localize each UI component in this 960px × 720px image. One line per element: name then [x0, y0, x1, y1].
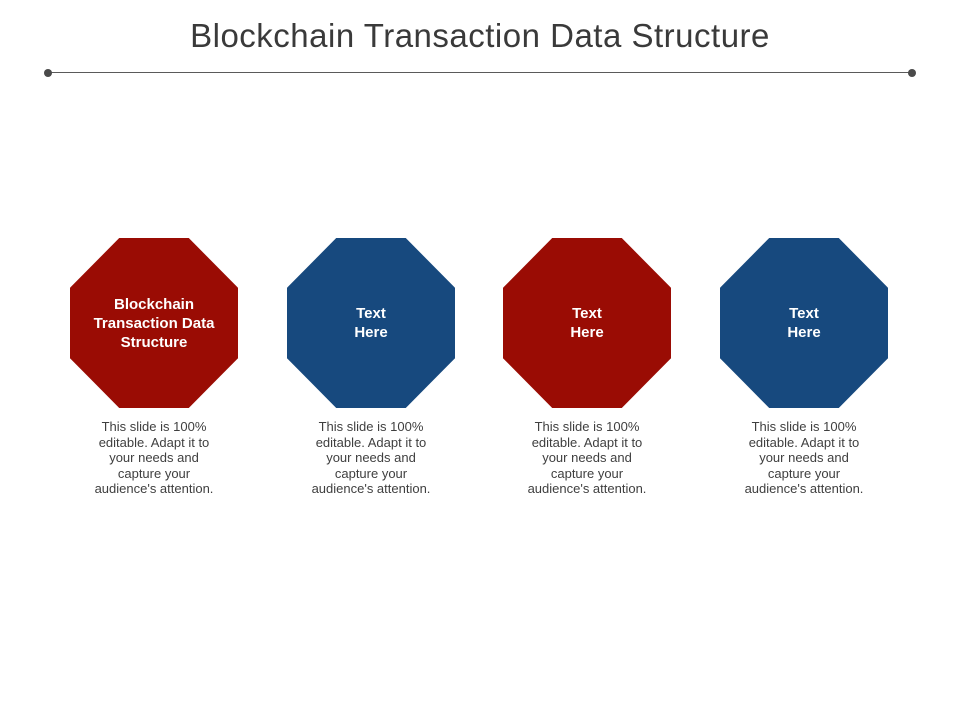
octagon-shape: Text Here: [503, 238, 671, 408]
divider-dot-right: [908, 68, 916, 77]
octagon-shape: Text Here: [287, 238, 455, 408]
octagon-item: Text Here This slide is 100% editable. A…: [714, 238, 894, 497]
divider-dot-left: [44, 68, 52, 77]
octagon-item: Text Here This slide is 100% editable. A…: [281, 238, 461, 497]
item-caption: This slide is 100% editable. Adapt it to…: [311, 419, 431, 497]
octagon-item: Blockchain Transaction Data Structure Th…: [64, 238, 244, 497]
page-title: Blockchain Transaction Data Structure: [190, 17, 770, 54]
title-divider: [44, 68, 916, 77]
item-caption: This slide is 100% editable. Adapt it to…: [94, 419, 214, 497]
octagon-item: Text Here This slide is 100% editable. A…: [497, 238, 677, 497]
item-caption: This slide is 100% editable. Adapt it to…: [527, 419, 647, 497]
octagon-label: Blockchain Transaction Data Structure: [93, 295, 215, 351]
octagon-shape: Text Here: [720, 238, 888, 408]
octagon-label: Text Here: [787, 305, 821, 341]
octagon-label: Text Here: [570, 305, 604, 341]
divider-line: [48, 71, 912, 73]
octagon-label: Text Here: [354, 305, 388, 341]
octagon-shape: Blockchain Transaction Data Structure: [70, 238, 238, 408]
item-caption: This slide is 100% editable. Adapt it to…: [744, 419, 864, 497]
